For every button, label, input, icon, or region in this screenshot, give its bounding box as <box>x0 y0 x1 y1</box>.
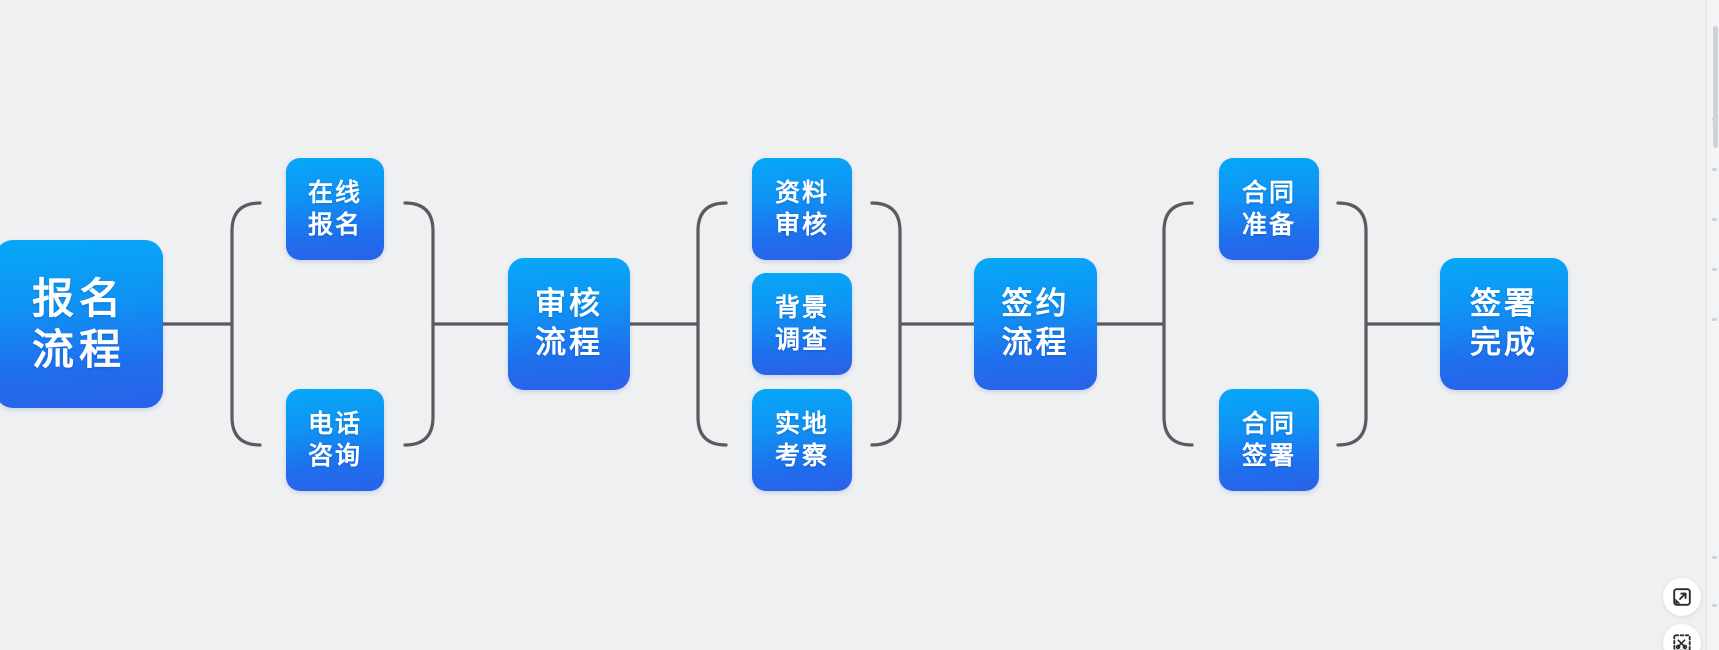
scrollbar-thumb[interactable] <box>1713 26 1718 148</box>
leaf-phone-consult-line1: 电话 <box>307 410 362 438</box>
screenshot-clip-button[interactable] <box>1663 624 1701 650</box>
leaf-site-inspection[interactable]: 实地 考察 <box>752 389 852 491</box>
leaf-background-check-line2: 调查 <box>774 326 829 354</box>
right-edge-panel <box>1706 0 1719 650</box>
root-node-line2: 流程 <box>31 326 126 373</box>
leaf-online-signup-line1: 在线 <box>307 179 362 207</box>
leaf-background-check-line1: 背景 <box>774 294 829 322</box>
leaf-online-signup-line2: 报名 <box>307 211 362 239</box>
leaf-document-review[interactable]: 资料 审核 <box>752 158 852 260</box>
vertical-scrollbar[interactable] <box>1712 0 1719 650</box>
expand-button[interactable] <box>1663 578 1701 616</box>
root-node-line1: 报名 <box>31 274 126 322</box>
leaf-phone-consult[interactable]: 电话 咨询 <box>286 389 384 491</box>
expand-icon <box>1672 587 1692 607</box>
stage-contract-line1: 签约 <box>1001 286 1070 322</box>
leaf-contract-sign-line1: 合同 <box>1241 410 1296 438</box>
stage-contract-line2: 流程 <box>1001 325 1070 360</box>
stage-review-line1: 审核 <box>535 286 603 322</box>
leaf-online-signup[interactable]: 在线 报名 <box>286 158 384 260</box>
leaf-site-inspection-line2: 考察 <box>774 442 829 470</box>
leaf-phone-consult-line2: 咨询 <box>307 442 362 470</box>
scissors-clip-icon <box>1672 633 1692 650</box>
final-node-line2: 完成 <box>1470 325 1538 360</box>
leaf-contract-sign[interactable]: 合同 签署 <box>1219 389 1319 491</box>
stage-review-line2: 流程 <box>535 325 603 360</box>
stage-review[interactable]: 审核 流程 <box>508 258 630 390</box>
leaf-contract-prepare[interactable]: 合同 准备 <box>1219 158 1319 260</box>
stage-contract[interactable]: 签约 流程 <box>974 258 1097 390</box>
leaf-document-review-line2: 审核 <box>774 211 829 239</box>
leaf-contract-sign-line2: 签署 <box>1241 442 1296 470</box>
leaf-site-inspection-line1: 实地 <box>774 410 829 438</box>
leaf-background-check[interactable]: 背景 调查 <box>752 273 852 375</box>
root-node[interactable]: 报名 流程 <box>0 240 163 408</box>
leaf-document-review-line1: 资料 <box>774 179 829 207</box>
leaf-contract-prepare-line2: 准备 <box>1241 211 1296 239</box>
final-node[interactable]: 签署 完成 <box>1440 258 1568 390</box>
leaf-contract-prepare-line1: 合同 <box>1241 179 1296 207</box>
final-node-line1: 签署 <box>1470 286 1538 322</box>
